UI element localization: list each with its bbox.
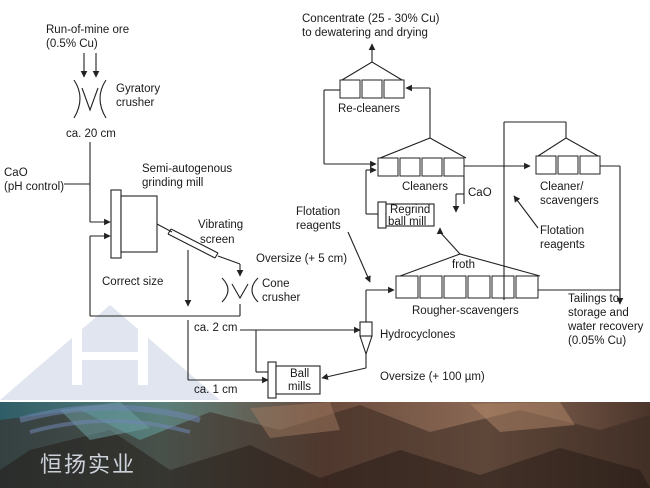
sag-mill-label-1: Semi-autogenous <box>142 163 232 175</box>
cleaner-scavenger-cells <box>535 155 601 175</box>
recleaners-label: Re-cleaners <box>338 103 400 115</box>
run-of-mine-grade: (0.5% Cu) <box>46 38 98 50</box>
cao-label: CaO <box>4 167 28 179</box>
oversize-100um-label: Oversize (+ 100 µm) <box>380 371 485 383</box>
cao2-label: CaO <box>468 187 492 199</box>
froth-label: froth <box>452 259 475 271</box>
vibrating-label: Vibrating <box>198 219 243 231</box>
ca-20cm-label: ca. 20 cm <box>66 128 116 140</box>
ph-control-label: (pH control) <box>4 181 64 193</box>
cone-crusher-label: crusher <box>262 292 301 304</box>
watermark-logo <box>0 305 220 434</box>
cone-label: Cone <box>262 278 290 290</box>
hydrocyclones-label: Hydrocyclones <box>380 329 456 341</box>
cleaners-label: Cleaners <box>402 181 448 193</box>
ball-label: Ball <box>290 368 309 380</box>
ca-1cm-label: ca. 1 cm <box>194 384 237 396</box>
cleaner-cells <box>377 157 465 177</box>
gyratory-crusher-label: crusher <box>116 97 155 109</box>
tailings-label-2: storage and <box>568 307 629 319</box>
gyratory-crusher-icon <box>73 79 107 119</box>
ca-2cm-label: ca. 2 cm <box>194 322 237 334</box>
mills-label: mills <box>288 381 311 393</box>
oversize-5cm-label: Oversize (+ 5 cm) <box>256 253 347 265</box>
vibrating-screen-icon <box>167 228 219 259</box>
sag-mill-label-2: grinding mill <box>142 177 203 189</box>
concentrate-label-2: to dewatering and drying <box>302 27 428 39</box>
tailings-label-1: Tailings to <box>568 293 619 305</box>
flotation-reagents-right-1: Flotation <box>540 225 584 237</box>
gyratory-label: Gyratory <box>116 83 160 95</box>
flotation-reagents-left-1: Flotation <box>296 206 340 218</box>
cleaner-scav-label-1: Cleaner/ <box>540 181 584 193</box>
flotation-reagents-right-2: reagents <box>540 239 585 251</box>
ball-mills-icon <box>267 361 321 399</box>
rougher-scavenger-cells <box>395 275 539 299</box>
hydrocyclone-icon <box>359 321 373 356</box>
cone-crusher-icon <box>221 277 259 303</box>
correct-size-label: Correct size <box>102 276 163 288</box>
recleaner-cells <box>339 79 405 99</box>
cleaner-scav-label-2: scavengers <box>540 195 599 207</box>
screen-label: screen <box>200 234 235 246</box>
ball-mill-label: ball mill <box>388 216 426 228</box>
regrind-label: Regrind <box>390 204 430 216</box>
rougher-label: Rougher-scavengers <box>412 305 519 317</box>
tailings-label-3: water recovery <box>567 321 644 333</box>
sag-mill-icon <box>110 189 158 259</box>
regrind-mill-icon <box>377 201 435 229</box>
flotation-reagents-left-2: reagents <box>296 220 341 232</box>
concentrate-label-1: Concentrate (25 - 30% Cu) <box>302 13 440 25</box>
run-of-mine-label: Run-of-mine ore <box>46 24 129 36</box>
tailings-label-4: (0.05% Cu) <box>568 335 626 347</box>
watermark-text: 恒扬实业 <box>40 453 136 478</box>
